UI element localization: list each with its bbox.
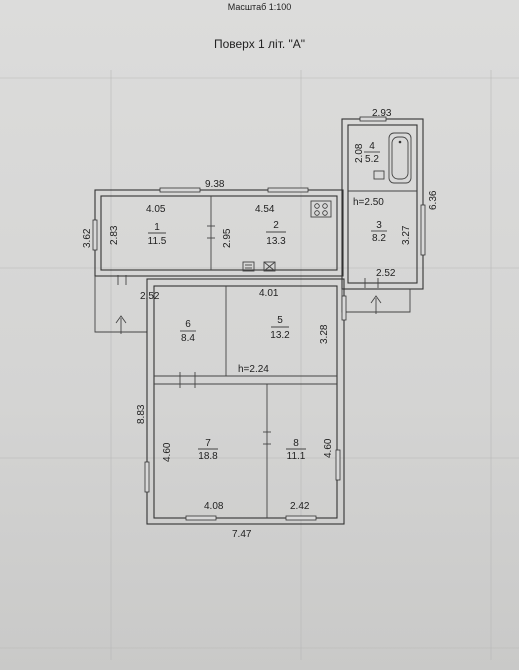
room-area: 13.3 xyxy=(266,236,286,247)
room-number: 8 xyxy=(293,438,299,449)
dim-room5-height: 3.28 xyxy=(319,324,330,344)
dim-room5-width: 4.01 xyxy=(259,288,279,299)
dim-bottom-total: 7.47 xyxy=(232,529,252,540)
room-number: 1 xyxy=(154,222,160,233)
dim-room7-width: 4.08 xyxy=(204,501,224,512)
room-area: 8.4 xyxy=(181,333,195,344)
height-lower: h=2.24 xyxy=(238,364,269,375)
entrance-arrow-right xyxy=(370,295,382,314)
lower-wing-inner-wall xyxy=(153,285,338,519)
room-area: 8.2 xyxy=(372,233,386,244)
dim-room3-height: 3.27 xyxy=(401,225,412,245)
entrance-arrow-left xyxy=(115,315,127,334)
room-area: 11.1 xyxy=(287,451,306,462)
height-upper: h=2.50 xyxy=(353,197,384,208)
windows xyxy=(92,116,426,521)
dimension-labels: 9.38 4.05 4.54 2.93 h=2.50 2.52 2.52 4.0… xyxy=(82,108,439,540)
dim-room6-width: 2.52 xyxy=(140,291,160,302)
dim-lower-total-height: 8.83 xyxy=(136,404,147,424)
dim-room1-width: 4.05 xyxy=(146,204,166,215)
dim-room8-width: 2.42 xyxy=(290,501,310,512)
sink-icon xyxy=(373,170,385,180)
upper-wing-outer-wall xyxy=(94,189,344,277)
lower-wing-outer-wall xyxy=(146,278,345,525)
room-area: 13.2 xyxy=(270,330,290,341)
room-number: 7 xyxy=(205,438,211,449)
stove-icon xyxy=(310,200,332,218)
room-area: 18.8 xyxy=(198,451,218,462)
door-marks xyxy=(117,225,379,445)
left-porch xyxy=(94,276,147,333)
scale-label: Масштаб 1:100 xyxy=(227,2,292,12)
room-labels: 1 11.5 2 13.3 3 8.2 4 5.2 5 13.2 6 8.4 7… xyxy=(148,141,387,462)
room-number: 5 xyxy=(277,315,283,326)
dim-room3-width: 2.52 xyxy=(376,268,396,279)
dim-room4-width: 2.93 xyxy=(372,108,392,119)
dim-top-total: 9.38 xyxy=(205,179,225,190)
room-number: 3 xyxy=(376,220,382,231)
room-area: 5.2 xyxy=(365,154,379,165)
bathtub-icon xyxy=(388,132,412,184)
dim-room2-width: 4.54 xyxy=(255,204,275,215)
dim-room2-height: 2.95 xyxy=(222,228,233,248)
dim-left-wing-height: 3.62 xyxy=(82,228,93,248)
room-area: 11.5 xyxy=(148,236,167,247)
dim-room4-height: 2.08 xyxy=(354,143,365,163)
dim-room8-height: 4.60 xyxy=(323,438,334,458)
dim-room7-height: 4.60 xyxy=(162,442,173,462)
dim-right-total-height: 6.36 xyxy=(428,190,439,210)
floor-title: Поверх 1 літ. "А" xyxy=(213,37,306,51)
room-number: 4 xyxy=(369,141,375,152)
room-number: 6 xyxy=(185,319,191,330)
right-wing-inner-wall xyxy=(347,124,418,284)
heater-icon xyxy=(242,261,276,272)
upper-wing-inner-wall xyxy=(100,195,338,271)
grid-lines xyxy=(0,70,519,660)
dim-room1-height: 2.83 xyxy=(109,225,120,245)
room-number: 2 xyxy=(273,220,279,231)
